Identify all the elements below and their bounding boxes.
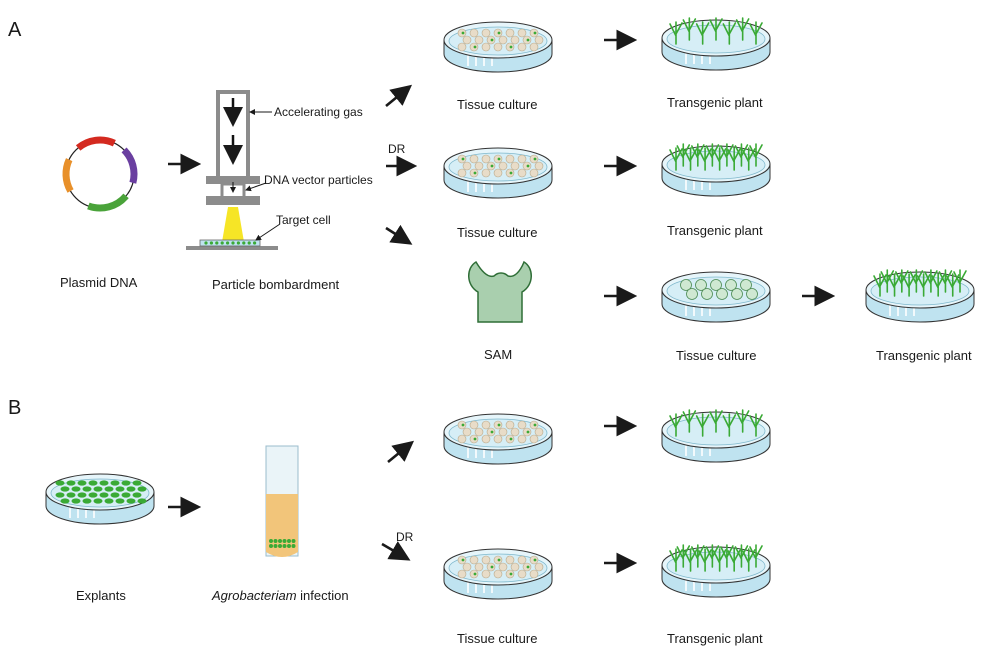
dish-tissue-b1: [443, 413, 553, 465]
transgenic-plant-label-a3: Transgenic plant: [876, 348, 972, 363]
panel-label-a: A: [8, 19, 22, 41]
tissue-culture-label-b: Tissue culture: [457, 631, 538, 646]
target-cell-label: Target cell: [276, 213, 331, 227]
tissue-culture-label-a2: Tissue culture: [457, 225, 538, 240]
plasmid-dna-label: Plasmid DNA: [60, 275, 138, 290]
dish-tissue-a3: [661, 271, 771, 323]
particle-spray: [222, 207, 244, 242]
particle-gun: [186, 90, 278, 250]
tissue-culture-label-a3: Tissue culture: [676, 348, 757, 363]
dish-plant-b2: [661, 544, 771, 598]
sam-label: SAM: [484, 347, 513, 362]
transgenic-plant-label-b: Transgenic plant: [667, 631, 763, 646]
accelerating-gas-label: Accelerating gas: [274, 105, 363, 119]
transgenic-plant-label-a1: Transgenic plant: [667, 95, 763, 110]
dish-plant-b1: [661, 409, 771, 463]
infection-text: infection: [296, 588, 349, 603]
tissue-culture-label-a1: Tissue culture: [457, 97, 538, 112]
agrobacteriam-infection-label: Agrobacteriam infection: [212, 589, 349, 602]
dish-explants: [45, 473, 155, 525]
dish-plant-a2: [661, 143, 771, 197]
plasmid-ring: [62, 136, 138, 212]
panel-label-b: B: [8, 397, 22, 419]
dish-plant-a3: [865, 269, 975, 323]
dr-label-a: DR: [388, 142, 406, 156]
dish-tissue-a1: [443, 21, 553, 73]
test-tube: [265, 445, 299, 557]
arrow-to-tissue-a1: [385, 84, 413, 108]
dish-plant-a1: [661, 17, 771, 71]
arrow-to-tissue-b1: [387, 440, 415, 464]
sam-shape: [468, 260, 532, 323]
target-pointer: [255, 223, 281, 241]
particle-bombardment-label: Particle bombardment: [212, 277, 340, 292]
vector-pointer: [245, 182, 267, 192]
transgenic-plant-label-a2: Transgenic plant: [667, 223, 763, 238]
arrow-to-tissue-b2: [381, 541, 411, 561]
dna-vector-particles-label: DNA vector particles: [264, 173, 373, 187]
dish-tissue-a2: [443, 147, 553, 199]
explants-label: Explants: [76, 588, 126, 603]
dr-label-b: DR: [396, 530, 414, 544]
dish-tissue-b2: [443, 548, 553, 600]
arrow-to-sam: [385, 224, 413, 245]
agrobacteriam-italic: Agrobacteriam: [212, 588, 297, 603]
